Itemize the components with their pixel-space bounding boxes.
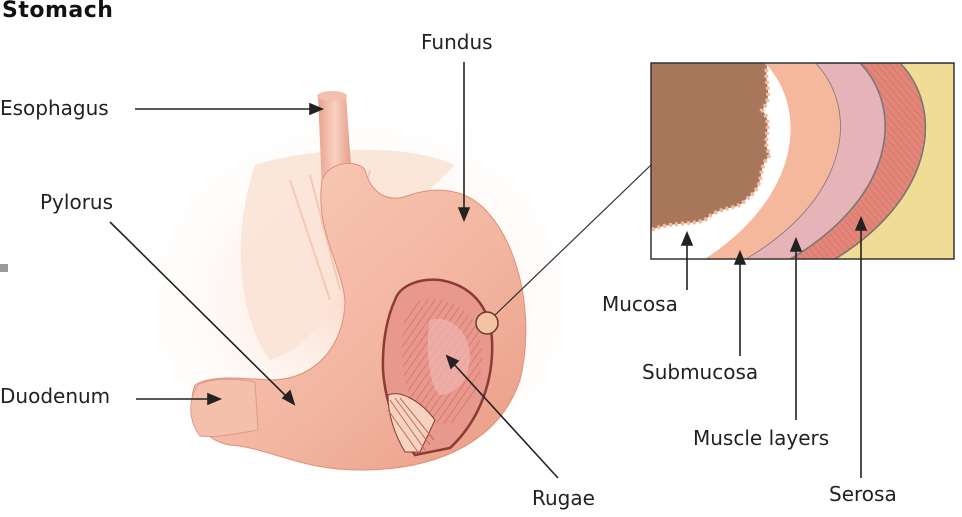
wall-layers-detail [651, 63, 954, 259]
label-pylorus: Pylorus [40, 190, 114, 214]
label-serosa: Serosa [829, 482, 897, 506]
leader-lines [109, 62, 868, 479]
label-muscle-layers: Muscle layers [693, 426, 830, 450]
diagram-title: Stomach [2, 0, 114, 23]
edge-marker [0, 264, 8, 272]
detail-locator-circle [475, 311, 499, 335]
label-fundus: Fundus [421, 30, 493, 54]
muscle-wall-cut [387, 393, 436, 453]
duodenum-tube [190, 378, 259, 437]
label-submucosa: Submucosa [642, 360, 759, 384]
label-rugae: Rugae [532, 486, 595, 510]
esophagus-opening [317, 91, 347, 101]
mucosa-dark [651, 63, 770, 230]
label-mucosa: Mucosa [602, 292, 678, 316]
detail-box-frame [650, 62, 955, 260]
label-duodenum: Duodenum [0, 384, 111, 408]
label-esophagus: Esophagus [0, 96, 109, 120]
mucosa-layer [704, 63, 841, 259]
